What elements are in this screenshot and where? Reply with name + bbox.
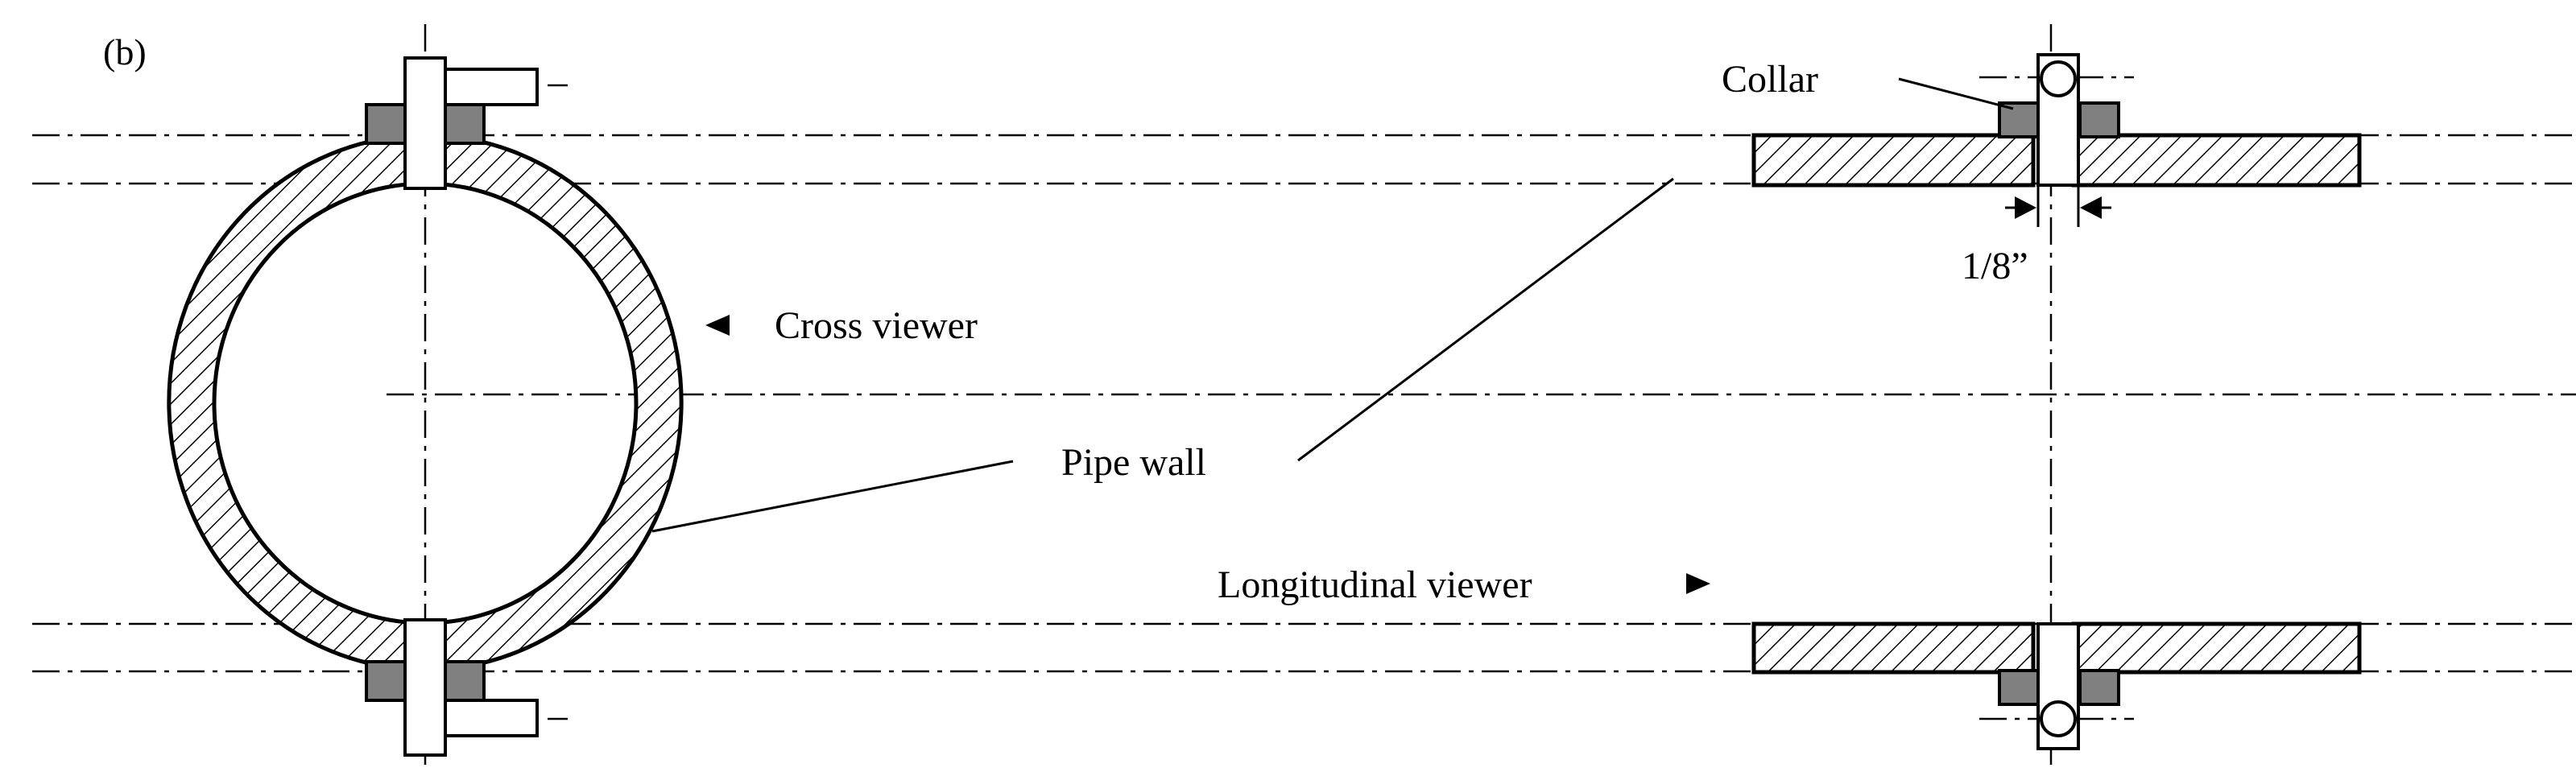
collar-long-bottom-right: [2078, 669, 2120, 706]
cross-viewer-arrow-icon: [705, 315, 730, 336]
pipe-wall-bottom-right: [2071, 621, 2362, 675]
longitudinal-viewer-arrow-icon: [1686, 573, 1710, 594]
collar-bottom-right: [444, 660, 486, 702]
gap-arrow-right-head: [2080, 196, 2102, 219]
collar-label: Collar: [1722, 58, 1818, 101]
cross-viewer-top-assembly: [365, 56, 539, 190]
collar-top-left: [365, 103, 407, 145]
leader-collar: [1898, 77, 2014, 110]
viewer-rod-bottom: [403, 618, 447, 757]
cross-viewer-label: Cross viewer: [775, 304, 978, 347]
viewer-rod-top: [403, 56, 447, 190]
gap-arrow-left-head: [2015, 196, 2036, 219]
collar-long-bottom-left: [1998, 669, 2040, 706]
leader-lines: [651, 77, 2014, 533]
longitudinal-bottom-wall: [1751, 621, 2362, 750]
pipe-wall-ring: [167, 133, 684, 672]
viewer-pin-bottom-arm: [443, 699, 539, 737]
pipe-wall-label: Pipe wall: [1061, 441, 1206, 484]
viewer-bolt-bottom: [2040, 700, 2077, 737]
collar-long-top-right: [2078, 101, 2120, 138]
pipe-wall-bottom-left: [1751, 621, 2036, 675]
longitudinal-top-wall: [1751, 53, 2362, 188]
panel-label: (b): [103, 31, 147, 72]
pipe-wall-top-left: [1751, 133, 2036, 188]
viewer-bolt-top: [2040, 60, 2077, 97]
pipe-wall-top-right: [2071, 133, 2362, 188]
gap-label: 1/8”: [1962, 245, 2028, 287]
viewer-pin-top-arm: [443, 68, 539, 106]
leader-pipe-wall-to-longitudinal: [1297, 177, 1674, 462]
longitudinal-viewer-label: Longitudinal viewer: [1218, 563, 1532, 606]
pipe-cross-section: [167, 133, 684, 672]
cross-viewer-bottom-assembly: [365, 618, 539, 757]
leader-pipe-wall-to-ring: [651, 460, 1014, 533]
collar-long-top-left: [1998, 101, 2040, 138]
collar-top-right: [444, 103, 486, 145]
gap-dimension: [2005, 187, 2111, 227]
collar-bottom-left: [365, 660, 407, 702]
